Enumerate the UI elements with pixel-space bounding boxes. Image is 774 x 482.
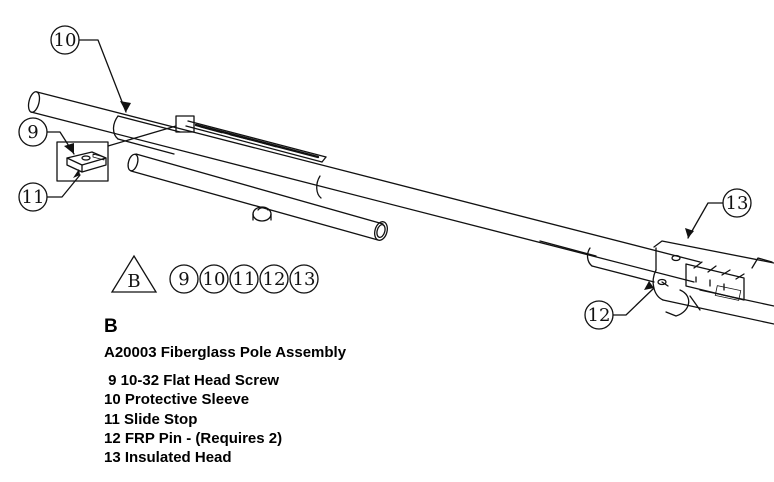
parts-list-item: 10 Protective Sleeve xyxy=(104,391,250,409)
kit-balloon-13 xyxy=(289,264,319,294)
kit-triangle xyxy=(110,254,158,293)
kit-balloon-11 xyxy=(229,264,259,294)
callout-balloon-12: 12 xyxy=(584,300,614,330)
callout-balloon-10: 10 xyxy=(50,25,80,55)
callout-label-10: 10 xyxy=(54,30,77,51)
kit-item-12: 12 xyxy=(263,269,286,290)
parts-legend: B A20003 Fiberglass Pole Assembly 9 10-3… xyxy=(104,316,346,467)
parts-list-item: 12 FRP Pin - (Requires 2) xyxy=(104,429,283,447)
kit-balloon-10 xyxy=(199,264,229,294)
leader-arrows xyxy=(64,101,694,290)
kit-item-13: 13 xyxy=(293,269,316,290)
kit-item-9: 9 xyxy=(178,269,189,290)
frp-pin xyxy=(657,278,669,287)
kit-balloon-9 xyxy=(169,264,199,294)
protective-sleeve xyxy=(112,115,655,283)
parts-list-item: 11 Slide Stop xyxy=(104,410,198,428)
legend-kit-letter: B xyxy=(104,316,118,337)
pole-clip xyxy=(252,206,272,222)
lower-pole xyxy=(127,153,388,241)
callout-balloon-9: 9 xyxy=(18,117,48,147)
callout-label-9: 9 xyxy=(27,122,38,143)
kit-item-11: 11 xyxy=(233,269,256,290)
callout-label-12: 12 xyxy=(588,305,611,326)
parts-list: 9 10-32 Flat Head Screw 10 Protective Sl… xyxy=(104,371,346,467)
legend-title: A20003 Fiberglass Pole Assembly xyxy=(104,344,347,361)
callout-balloon-13: 13 xyxy=(722,188,752,218)
kit-letter: B xyxy=(127,271,140,292)
parts-list-item: 9 10-32 Flat Head Screw xyxy=(104,372,280,389)
parts-list-item: 13 Insulated Head xyxy=(104,449,232,467)
kit-reference: B 9 10 11 12 13 xyxy=(110,254,319,294)
callout-balloon-11: 11 xyxy=(18,182,48,212)
slide-rail xyxy=(175,115,327,163)
callout-label-13: 13 xyxy=(726,193,749,214)
kit-balloon-12 xyxy=(259,264,289,294)
kit-item-10: 10 xyxy=(203,269,226,290)
insulated-head xyxy=(652,240,774,325)
callout-label-11: 11 xyxy=(22,187,45,208)
slide-stop-part xyxy=(56,125,177,182)
fiberglass-pole xyxy=(27,91,701,283)
